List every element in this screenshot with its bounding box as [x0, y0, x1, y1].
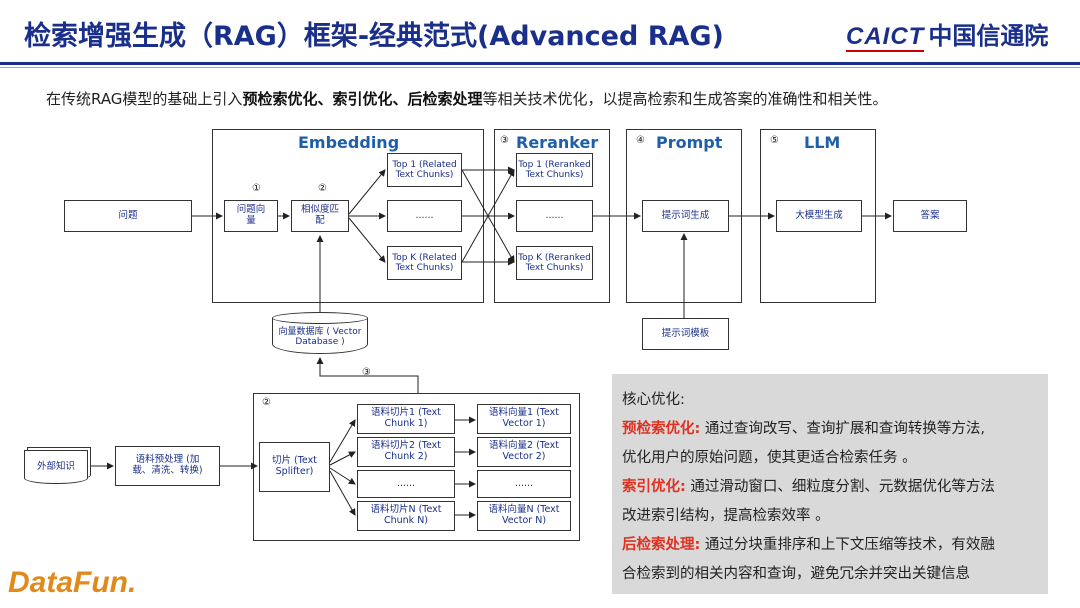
intro-text: 在传统RAG模型的基础上引入预检索优化、索引优化、后检索处理等相关技术优化，以提…	[46, 88, 887, 109]
qvec-num: ①	[252, 183, 261, 194]
intro-pre: 在传统RAG模型的基础上引入	[46, 90, 243, 108]
core-idx-text2: 改进索引结构，提高检索效率 。	[622, 508, 830, 524]
core-pre-line1: 预检索优化: 通过查询改写、查询扩展和查询转换等方法,	[622, 415, 1038, 444]
prompt-template-node: 提示词模板	[642, 318, 729, 350]
intro-post: 等相关技术优化，以提高检索和生成答案的准确性和相关性。	[482, 90, 888, 108]
chunk-ellipsis-node: ......	[357, 470, 455, 498]
vdb-link-num: ③	[362, 367, 371, 378]
core-post-line1: 后检索处理: 通过分块重排序和上下文压缩等技术，有效融	[622, 531, 1038, 560]
core-pre-text1: 通过查询改写、查询扩展和查询转换等方法,	[704, 421, 986, 437]
preprocess-node: 语料预处理 (加载、清洗、转换)	[115, 446, 220, 486]
core-pre-label: 预检索优化:	[622, 421, 701, 437]
header-divider-thin	[0, 67, 1080, 68]
core-optimization-panel: 核心优化: 预检索优化: 通过查询改写、查询扩展和查询转换等方法, 优化用户的原…	[612, 374, 1048, 594]
core-post-text2: 合检索到的相关内容和查询，避免冗余并突出关键信息	[622, 566, 970, 582]
top1-related-node: Top 1 (Related Text Chunks)	[387, 153, 462, 187]
core-idx-line1: 索引优化: 通过滑动窗口、细粒度分割、元数据优化等方法	[622, 473, 1038, 502]
reranked-ellipsis-node: ......	[516, 200, 593, 232]
llm-title: LLM	[804, 133, 841, 152]
core-post-text1: 通过分块重排序和上下文压缩等技术，有效融	[704, 537, 995, 553]
vector2-node: 语料向量2 (Text Vector 2)	[477, 437, 571, 467]
chunk2-node: 语料切片2 (Text Chunk 2)	[357, 437, 455, 467]
reranker-num: ③	[500, 135, 509, 146]
core-post-label: 后检索处理:	[622, 537, 701, 553]
sim-num: ②	[318, 183, 327, 194]
core-heading: 核心优化:	[622, 392, 685, 408]
topk-related-node: Top K (Related Text Chunks)	[387, 246, 462, 280]
reranker-title: Reranker	[516, 133, 599, 152]
related-ellipsis-node: ......	[387, 200, 462, 232]
topk-reranked-node: Top K (Reranked Text Chunks)	[516, 246, 593, 280]
indexing-num: ②	[262, 397, 271, 408]
similarity-match-node: 相似度匹配	[291, 200, 349, 232]
core-idx-label: 索引优化:	[622, 479, 686, 495]
page-title: 检索增强生成（RAG）框架-经典范式(Advanced RAG)	[24, 21, 724, 52]
vector-database-top	[272, 312, 368, 324]
question-node: 问题	[64, 200, 192, 232]
intro-bold: 预检索优化、索引优化、后检索处理	[242, 90, 483, 108]
vector1-node: 语料向量1 (Text Vector 1)	[477, 404, 571, 434]
logo-caict-text: CAICT	[846, 23, 925, 52]
top1-reranked-node: Top 1 (Reranked Text Chunks)	[516, 153, 593, 187]
llm-generation-node: 大模型生成	[776, 200, 862, 232]
question-vector-node: 问题向量	[224, 200, 278, 232]
chunkn-node: 语料切片N (Text Chunk N)	[357, 501, 455, 531]
core-pre-text2: 优化用户的原始问题，使其更适合检索任务 。	[622, 450, 917, 466]
header-divider	[0, 62, 1080, 65]
llm-num: ⑤	[770, 135, 779, 146]
embedding-title: Embedding	[298, 133, 400, 152]
external-knowledge-node: 外部知识	[24, 450, 88, 484]
prompt-num: ④	[636, 135, 645, 146]
logo-cn-text: 中国信通院	[928, 22, 1049, 50]
vector-ellipsis-node: ......	[477, 470, 571, 498]
prompt-title: Prompt	[656, 133, 723, 152]
core-idx-text1: 通过滑动窗口、细粒度分割、元数据优化等方法	[690, 479, 995, 495]
answer-node: 答案	[893, 200, 967, 232]
vectorn-node: 语料向量N (Text Vector N)	[477, 501, 571, 531]
chunk1-node: 语料切片1 (Text Chunk 1)	[357, 404, 455, 434]
splitter-node: 切片 (Text Splifter)	[259, 442, 330, 492]
datafun-logo: DataFun.	[8, 566, 137, 599]
vector-database-node: 向量数据库 ( Vector Database )	[272, 318, 368, 354]
prompt-generation-node: 提示词生成	[642, 200, 729, 232]
